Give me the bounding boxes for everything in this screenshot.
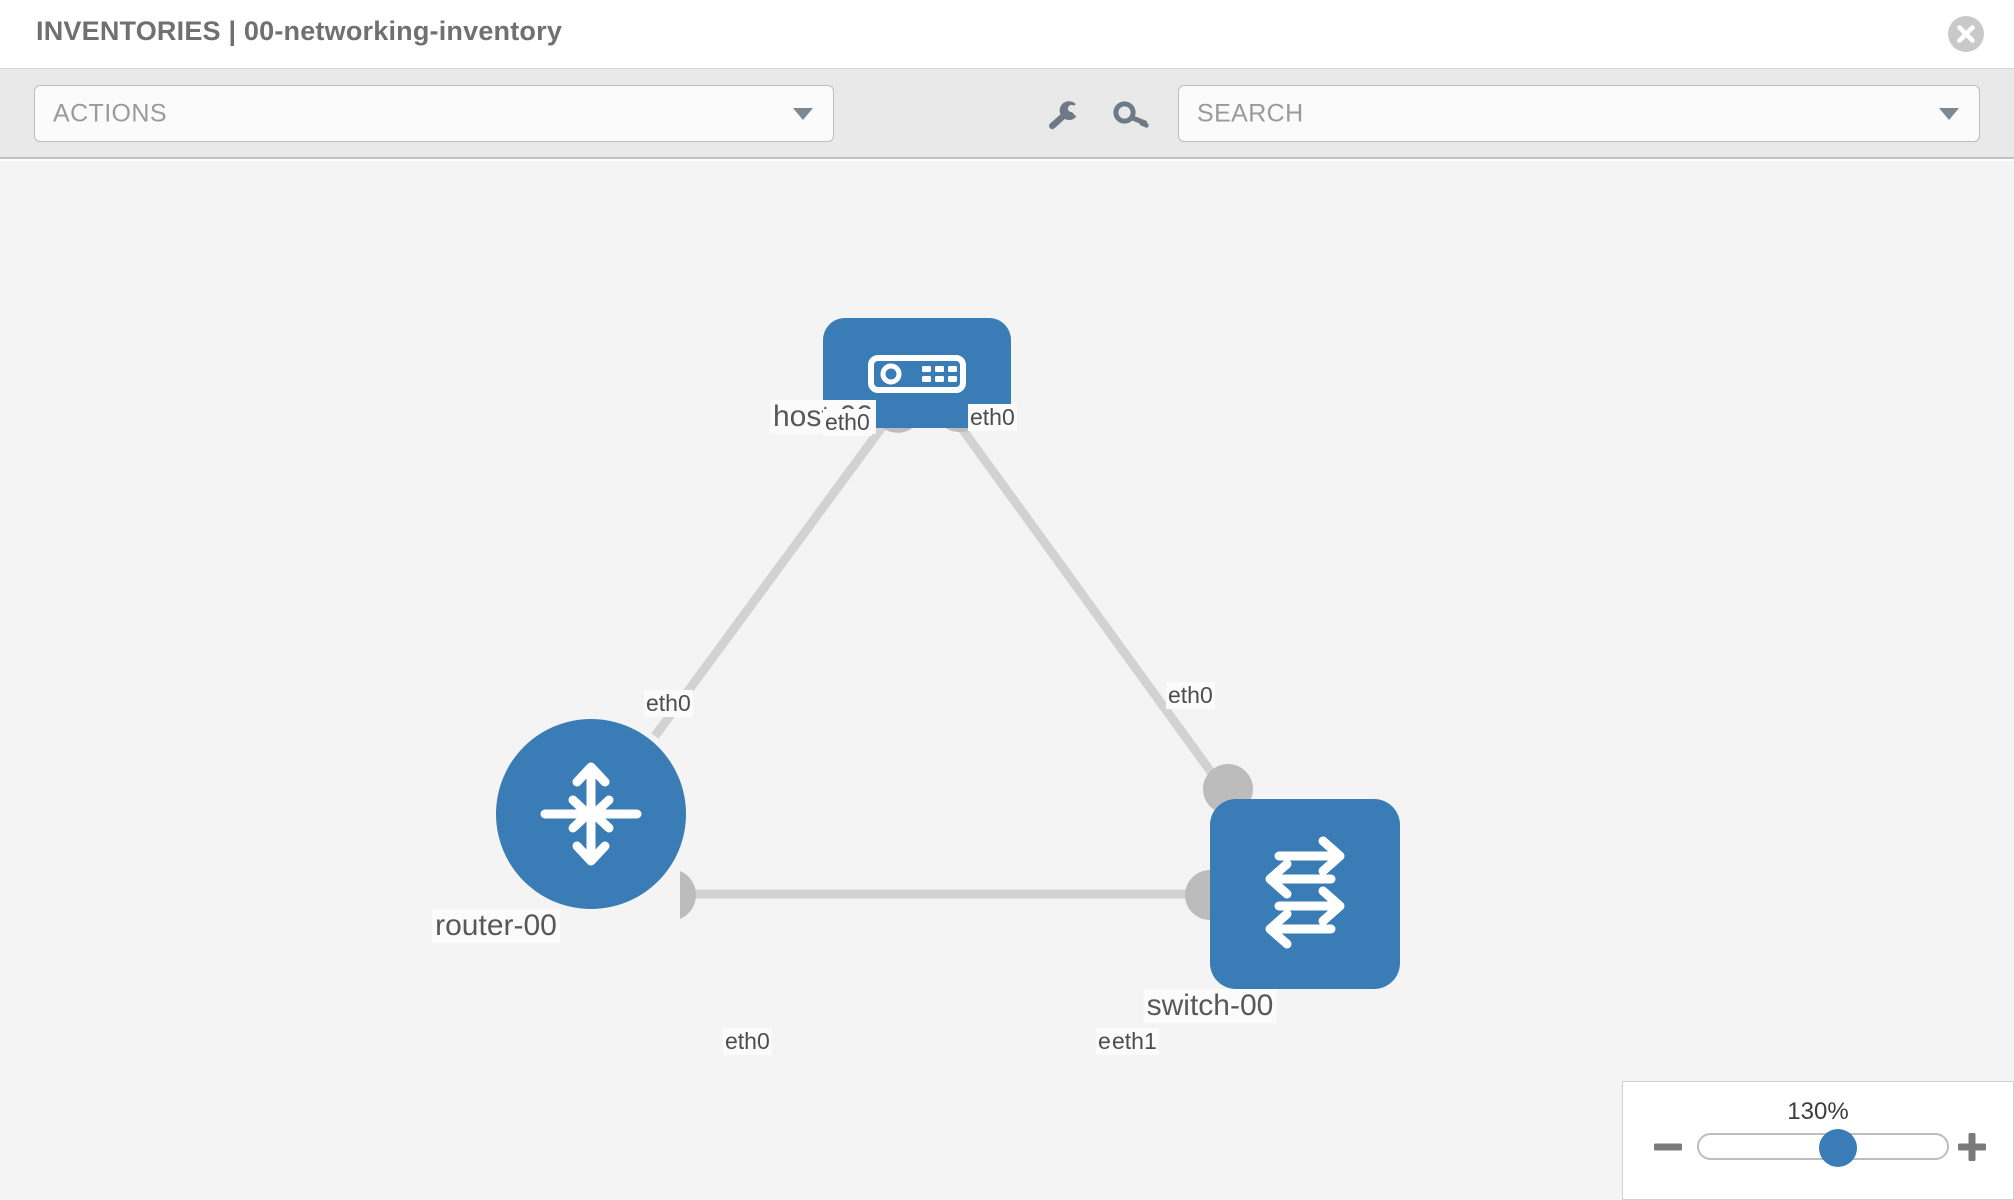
wire-label-router-right: eth0 (723, 1028, 772, 1055)
chevron-down-icon (793, 107, 813, 120)
switch-node-label: switch-00 (1143, 989, 1277, 1023)
router-node-shape[interactable] (496, 719, 686, 909)
zoom-slider-thumb[interactable] (1818, 1129, 1857, 1167)
wire-label-host-left: eth0 (823, 409, 872, 436)
page-header: INVENTORIES | 00-networking-inventory (0, 0, 2014, 69)
router-node-label: router-00 (432, 909, 560, 943)
close-icon[interactable] (1948, 16, 1984, 52)
toolbar: ACTIONS SEARCH (0, 69, 2014, 159)
key-icon[interactable] (1112, 99, 1152, 133)
wrench-icon[interactable] (1043, 99, 1083, 133)
wire-label-switch-left: eth1 (1110, 1028, 1159, 1055)
search-placeholder: SEARCH (1197, 99, 1304, 127)
minus-icon[interactable] (1651, 1130, 1685, 1164)
zoom-level-value: 130% (1787, 1098, 1849, 1125)
wire-label-router-top: eth0 (644, 690, 693, 717)
search-input[interactable]: SEARCH (1178, 85, 1980, 142)
switch-node-shape[interactable] (1210, 799, 1400, 989)
page-title: INVENTORIES | 00-networking-inventory (36, 16, 563, 46)
zoom-slider[interactable] (1697, 1129, 1949, 1167)
wire-label-switch-top: eth0 (1166, 682, 1215, 709)
wire-host-router (651, 416, 892, 739)
pin-switch-left (1185, 870, 1210, 920)
switch-arrows-icon (1265, 836, 1345, 949)
actions-dropdown[interactable]: ACTIONS (34, 85, 834, 142)
connector-pins (680, 411, 1253, 920)
zoom-control-panel: 130% (1622, 1081, 2014, 1200)
wire-label-host-right: eth0 (968, 404, 1017, 431)
topology-canvas[interactable]: host-00 (0, 161, 2014, 1200)
wire-host-switch (951, 416, 1236, 804)
pin-router-right (680, 871, 696, 919)
server-icon (868, 355, 966, 393)
plus-icon[interactable] (1955, 1130, 1989, 1164)
chevron-down-icon (1939, 107, 1959, 120)
topology-wires (651, 411, 1253, 920)
router-arrows-icon (540, 762, 642, 866)
actions-dropdown-value: ACTIONS (53, 99, 167, 127)
